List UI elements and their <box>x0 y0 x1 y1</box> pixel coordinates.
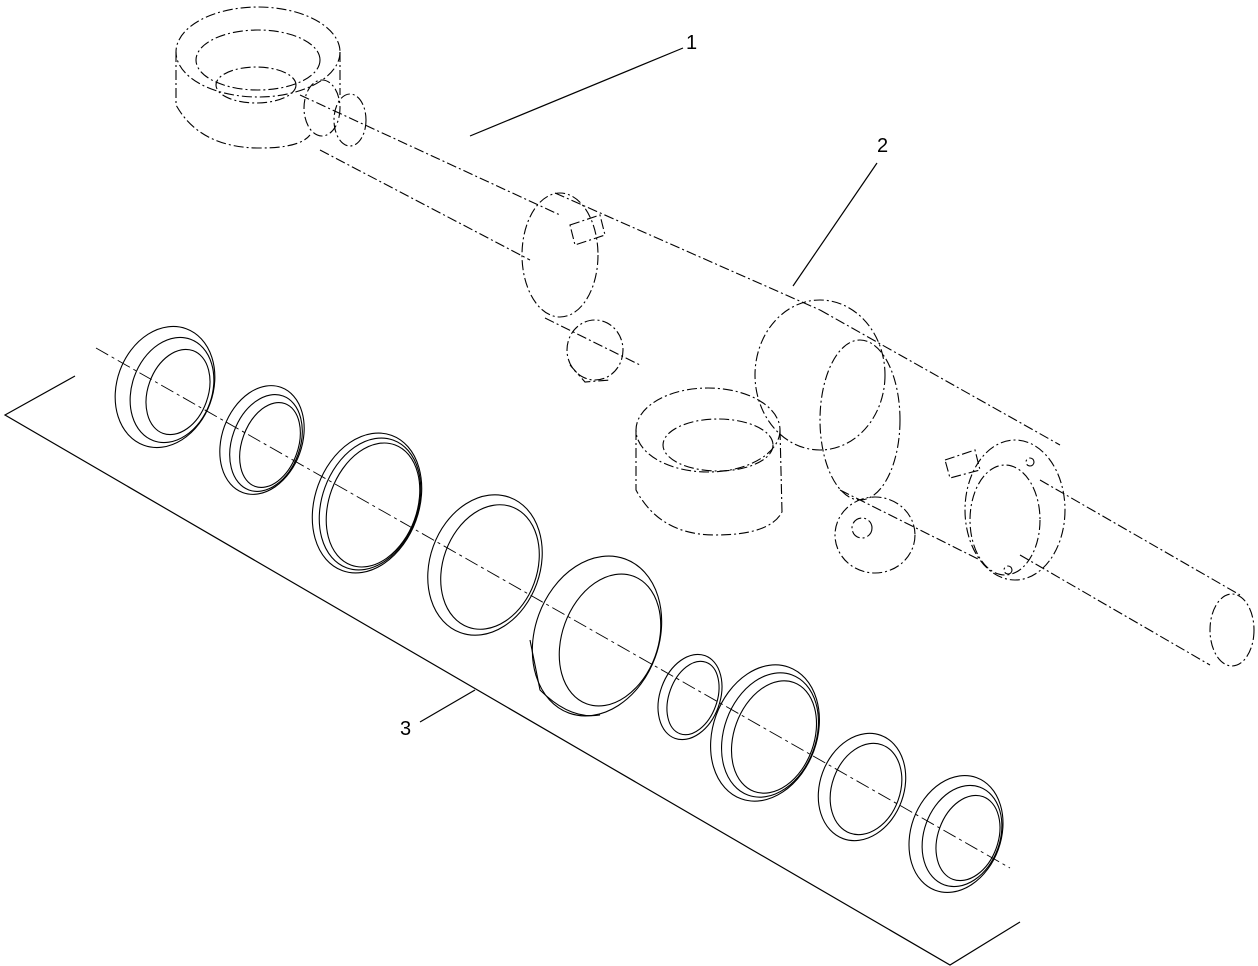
rod-end-eye <box>175 6 341 149</box>
callout-1-label: 1 <box>686 32 697 54</box>
wiper-seal <box>114 325 216 449</box>
piston-seal <box>710 664 820 802</box>
base-end-eye <box>635 387 783 536</box>
piston-wear-ring <box>529 555 663 717</box>
piston-rod <box>299 79 561 261</box>
seal-kit-centerline <box>95 347 1011 869</box>
rod-extension <box>1019 479 1255 667</box>
o-ring-large <box>427 494 543 636</box>
gland-end <box>964 439 1066 581</box>
gland-o-ring <box>817 732 907 842</box>
callout-2-label: 2 <box>877 135 888 157</box>
o-ring-small <box>657 653 723 741</box>
back-up-ring <box>311 432 423 574</box>
seal-kit-bracket <box>3 375 1021 966</box>
rod-seal <box>219 385 305 495</box>
callout-1-leader <box>469 47 684 137</box>
barrel-section-rear <box>754 299 1061 561</box>
barrel-section-front <box>521 192 821 366</box>
callout-3-label: 3 <box>400 718 411 740</box>
front-port-boss <box>566 319 624 383</box>
callout-2-leader <box>792 162 878 287</box>
gland-wiper <box>908 775 1004 893</box>
seal-kit <box>114 325 1004 893</box>
cylinder-assembly-phantom <box>175 6 1255 667</box>
callout-3-leader <box>419 689 476 723</box>
rear-port-boss <box>834 496 916 574</box>
